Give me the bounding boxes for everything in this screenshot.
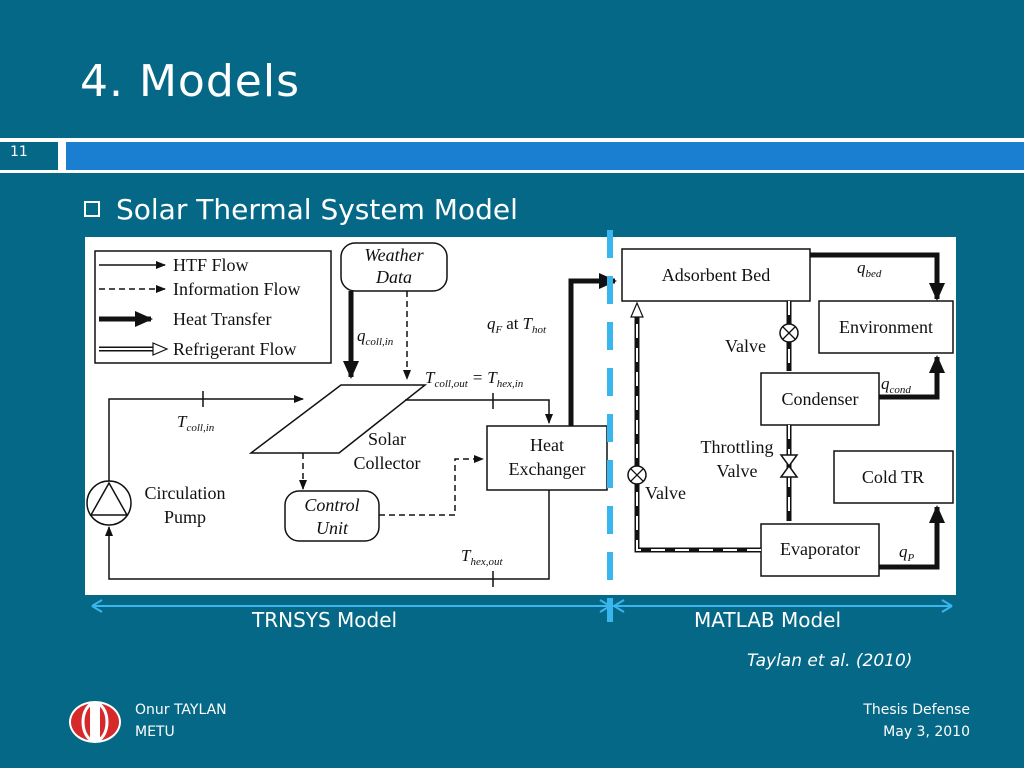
t-hex-out-label: Thex,out xyxy=(461,546,503,568)
q-coll-in-label: qcoll,in xyxy=(357,326,394,348)
footer-institution: METU xyxy=(135,724,175,740)
throttling-valve-label-2: Valve xyxy=(717,461,758,481)
citation: Taylan et al. (2010) xyxy=(747,651,913,671)
bed-heat-arrow xyxy=(810,252,945,301)
matlab-model-label: MATLAB Model xyxy=(694,608,842,632)
throttling-valve-icon xyxy=(779,454,799,478)
t-coll-out-label: Tcoll,out=Thex,in xyxy=(425,368,524,390)
system-diagram: HTF Flow Information Flow Heat Transfer … xyxy=(85,237,956,595)
weather-data-label-1: Weather xyxy=(364,245,424,265)
condenser-label: Condenser xyxy=(782,389,859,409)
q-bed-label: qbed xyxy=(857,258,882,280)
q-p-label: qP xyxy=(899,542,915,564)
heat-exchanger-box xyxy=(486,425,608,491)
heat-exchanger-label-2: Exchanger xyxy=(509,459,586,479)
circulation-pump-label-1: Circulation xyxy=(145,483,226,503)
throttling-valve-label-1: Throttling xyxy=(701,437,774,457)
condenser-box xyxy=(760,372,880,426)
legend-refrigerant-flow: Refrigerant Flow xyxy=(173,339,296,359)
model-extent-arrows xyxy=(91,599,953,613)
condenser-heat-arrow xyxy=(879,355,945,400)
circulation-pump-label-2: Pump xyxy=(164,507,206,527)
pump-triangle xyxy=(89,481,129,516)
control-unit-label-2: Unit xyxy=(316,518,349,538)
t-coll-in-label: Tcoll,in xyxy=(177,412,215,434)
weather-data-label-2: Data xyxy=(375,267,412,287)
solar-collector-label-1: Solar xyxy=(368,429,406,449)
solar-collector-label-2: Collector xyxy=(354,453,421,473)
valve-top-label: Valve xyxy=(725,336,766,356)
bullet-heading: Solar Thermal System Model xyxy=(116,193,518,226)
environment-box xyxy=(818,300,954,354)
exchanger-heat-arrow xyxy=(568,273,617,426)
trnsys-model-label: TRNSYS Model xyxy=(252,608,398,632)
legend-information-flow: Information Flow xyxy=(173,279,301,299)
control-to-exchanger-arrow xyxy=(379,455,484,516)
evaporator-heat-arrow xyxy=(879,505,945,570)
page-title: 4. Models xyxy=(80,56,300,107)
q-cond-label: qcond xyxy=(881,374,911,396)
collector-to-exchanger-flow xyxy=(405,399,553,424)
return-flow-line xyxy=(105,490,550,580)
control-unit-box xyxy=(284,490,380,542)
valve-top-cross xyxy=(782,326,796,340)
evaporator-label: Evaporator xyxy=(780,539,860,559)
footer-date: May 3, 2010 xyxy=(883,724,970,740)
accent-bar xyxy=(66,142,1024,170)
weather-data-box xyxy=(340,242,448,292)
legend-htf-flow: HTF Flow xyxy=(173,255,249,275)
solar-collector-panel xyxy=(248,384,428,454)
slide-number-box xyxy=(0,142,58,170)
legend: HTF Flow Information Flow Heat Transfer … xyxy=(94,250,332,364)
model-separator-line xyxy=(607,230,613,622)
cold-tr-label: Cold TR xyxy=(862,467,924,487)
valve-left-cross xyxy=(630,468,644,482)
footer-author: Onur TAYLAN xyxy=(135,702,227,718)
valve-left-label: Valve xyxy=(645,483,686,503)
legend-heat-transfer: Heat Transfer xyxy=(173,309,271,329)
bullet-square-icon xyxy=(84,201,100,217)
adsorbent-bed-box xyxy=(621,248,811,302)
evaporator-box xyxy=(760,523,880,577)
cold-tr-box xyxy=(833,450,954,504)
control-unit-label-1: Control xyxy=(304,495,359,515)
pump-to-collector-flow xyxy=(108,395,304,481)
slide-number: 11 xyxy=(10,144,28,160)
heat-exchanger-label-1: Heat xyxy=(530,435,564,455)
university-logo xyxy=(69,701,121,743)
footer-event: Thesis Defense xyxy=(863,702,970,718)
adsorbent-bed-label: Adsorbent Bed xyxy=(662,265,770,285)
environment-label: Environment xyxy=(839,317,933,337)
refrigerant-flow-line xyxy=(99,342,169,356)
